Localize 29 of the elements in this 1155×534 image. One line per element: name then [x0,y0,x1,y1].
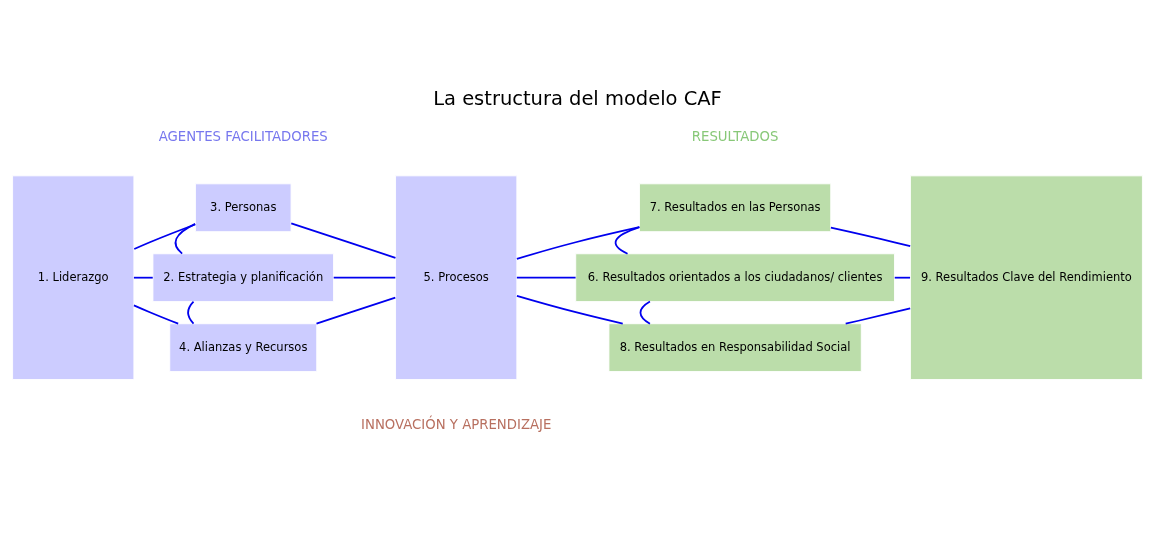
connector [614,225,641,255]
connector [315,296,397,325]
connector [133,276,154,279]
connector [187,300,195,324]
node-box: 4. Alianzas y Recursos [169,322,318,372]
connector [332,276,397,279]
node-box: 8. Resultados en Responsabilidad Social [608,322,862,372]
connector [516,294,624,325]
diagram-title: La estructura del modelo CAF [433,86,722,110]
node-box: 1. Liderazgo [12,174,135,380]
connector [830,226,912,247]
node-box: 7. Resultados en las Personas [639,182,832,232]
label: INNOVACIÓN Y APRENDIZAJE [361,416,552,432]
connector [133,223,197,250]
node-box: 9. Resultados Clave del Rendimiento [910,174,1143,380]
connector [290,221,397,259]
node-box: 3. Personas [195,182,292,232]
connector [516,225,641,260]
connector [893,276,911,279]
label: RESULTADOS [691,128,779,144]
connector [516,276,577,279]
connector [844,306,912,325]
connector [639,300,651,325]
connector [174,222,197,254]
node-box: 2. Estrategia y planificación [152,252,334,302]
label: AGENTES FACILITADORES [158,128,328,144]
node-box: 5. Procesos [395,174,518,380]
node-box: 6. Resultados orientados a los ciudadanos/ clientes [575,252,895,302]
connector [133,303,180,325]
